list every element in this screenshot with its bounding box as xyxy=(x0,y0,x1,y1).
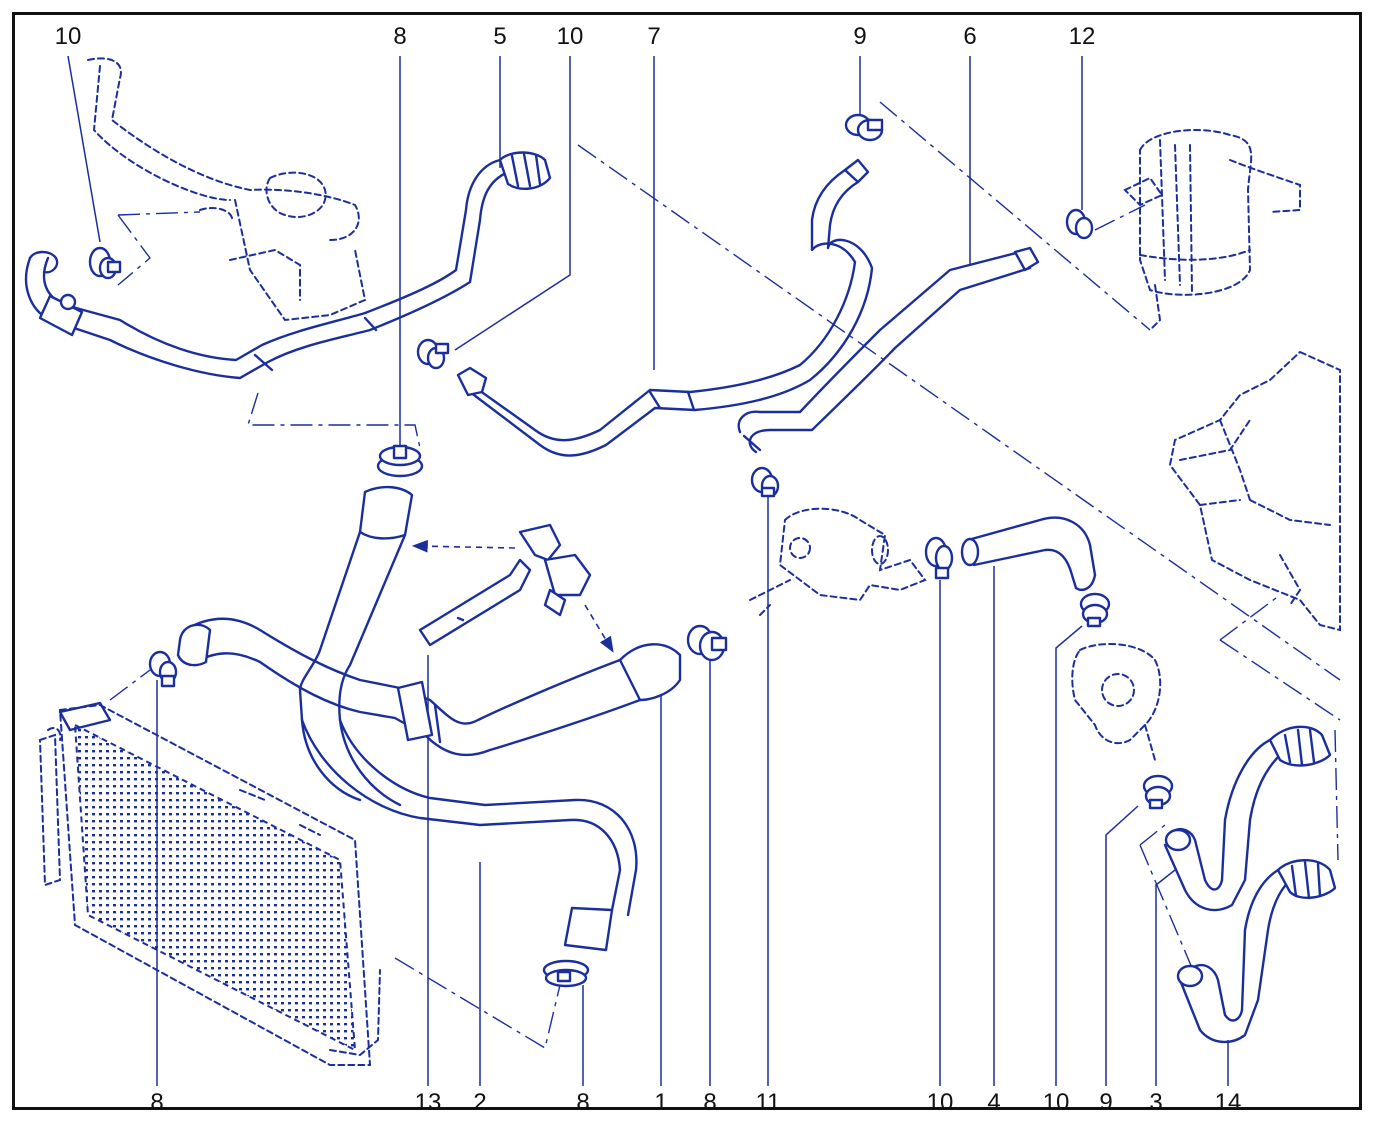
clamp-8-upper xyxy=(376,444,424,478)
label-bottom-8-c: 8 xyxy=(703,1089,716,1116)
heater-box-ghost xyxy=(1168,350,1341,632)
hose-14 xyxy=(1176,859,1337,1044)
clamp-8-lower xyxy=(542,959,590,988)
label-bottom-2: 2 xyxy=(473,1089,486,1116)
clamp-10-top-left xyxy=(88,246,122,280)
label-bottom-8-b: 8 xyxy=(576,1089,589,1116)
label-bottom-3: 3 xyxy=(1149,1089,1162,1116)
label-bottom-8-a: 8 xyxy=(150,1089,163,1116)
clamp-8-hose-1 xyxy=(686,624,728,662)
expansion-tank-ghost xyxy=(1123,129,1301,331)
label-top-7: 7 xyxy=(647,23,660,50)
clamp-10-hose-7 xyxy=(416,338,450,370)
label-bottom-14: 14 xyxy=(1215,1089,1242,1116)
hose-4 xyxy=(960,516,1097,591)
bracket-13 xyxy=(418,523,592,647)
clamp-11 xyxy=(750,466,780,498)
clamp-12 xyxy=(1065,208,1094,240)
label-bottom-1: 1 xyxy=(654,1089,667,1116)
clamp-9-top xyxy=(844,113,884,142)
label-top-8: 8 xyxy=(393,23,406,50)
label-top-9: 9 xyxy=(853,23,866,50)
label-top-5: 5 xyxy=(493,23,506,50)
hose-7 xyxy=(456,158,874,457)
radiator xyxy=(38,701,381,1066)
label-bottom-10-a: 10 xyxy=(927,1089,954,1116)
label-bottom-11: 11 xyxy=(756,1089,781,1116)
top-labels: 10 8 5 10 7 9 6 12 xyxy=(55,23,1096,50)
hose-5 xyxy=(24,151,552,380)
clamp-10-right xyxy=(1079,592,1111,628)
clamp-8-radiator xyxy=(148,650,178,688)
thermostat-housing-ghost xyxy=(749,507,927,616)
clamp-9-lower xyxy=(1142,774,1174,810)
label-bottom-13: 13 xyxy=(415,1089,442,1116)
label-bottom-9: 9 xyxy=(1099,1089,1112,1116)
clamp-10-center xyxy=(924,536,954,580)
hose-3 xyxy=(1163,725,1332,912)
hose-2 xyxy=(300,718,638,952)
bottom-labels: 8 13 2 8 1 8 11 10 4 10 9 3 14 xyxy=(150,1089,1241,1116)
valve-ghost xyxy=(1071,643,1162,761)
label-top-10-a: 10 xyxy=(55,23,82,50)
label-bottom-4: 4 xyxy=(987,1089,1000,1116)
label-top-10-b: 10 xyxy=(557,23,584,50)
engine-outlet-ghost xyxy=(87,57,367,322)
label-bottom-10-b: 10 xyxy=(1043,1089,1070,1116)
hose-6 xyxy=(737,246,1040,454)
alignment-lines xyxy=(109,101,1341,1050)
bracket-arrows xyxy=(411,539,614,653)
hose-13-and-1 xyxy=(176,485,682,807)
label-top-6: 6 xyxy=(963,23,976,50)
label-top-12: 12 xyxy=(1069,23,1096,50)
